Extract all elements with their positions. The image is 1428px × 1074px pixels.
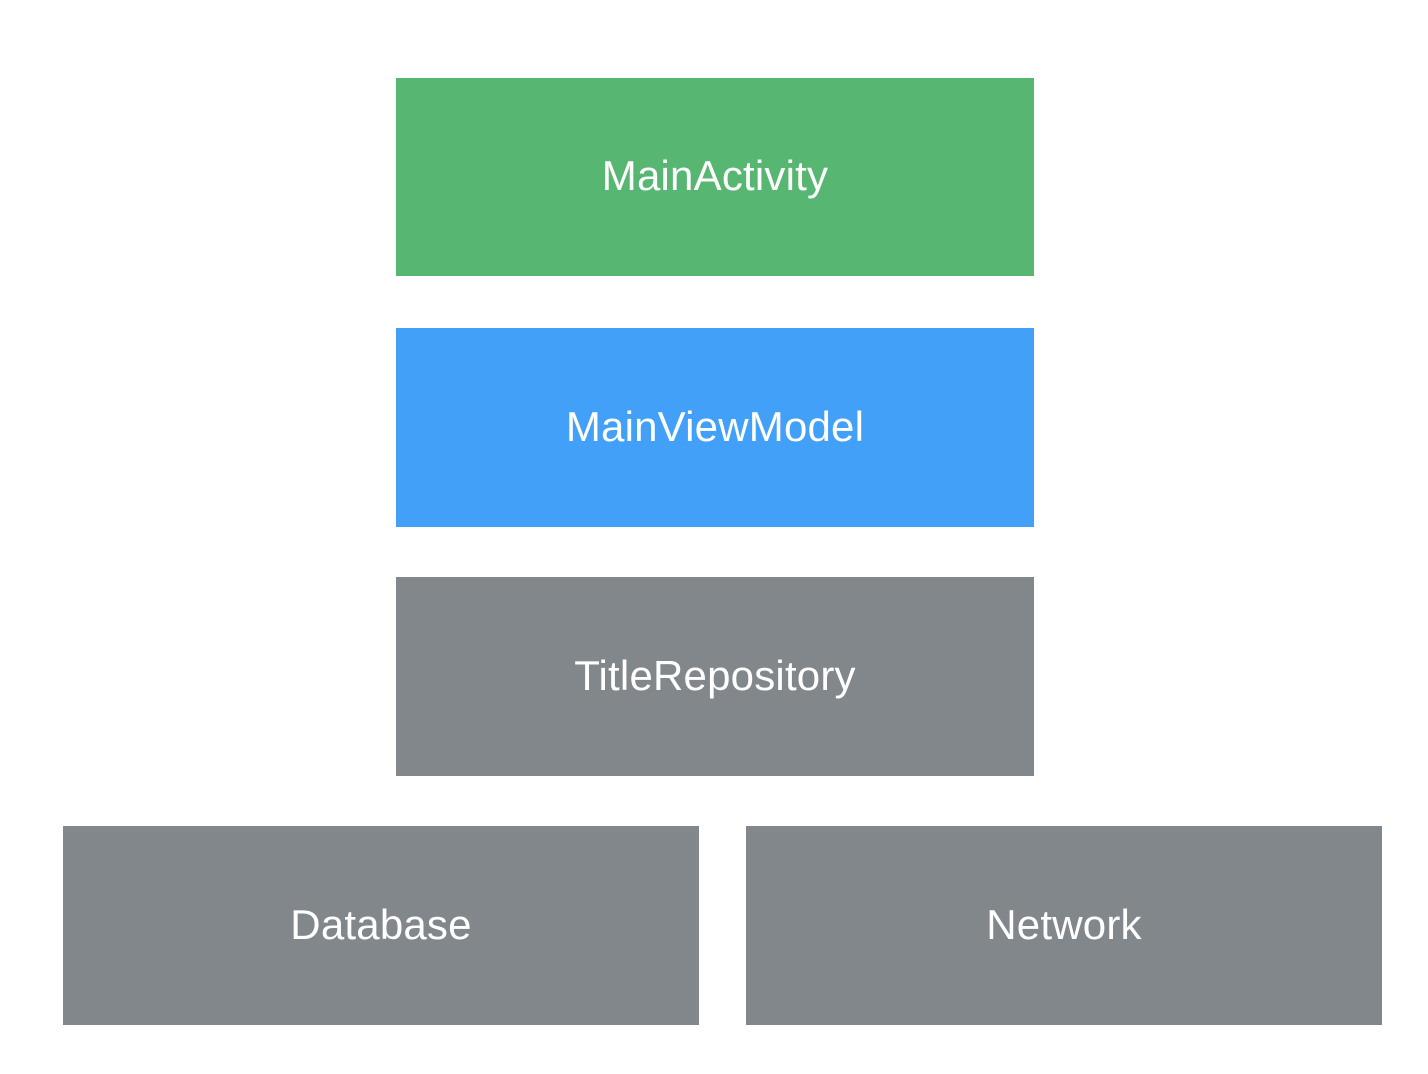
diagram-node-title-repository[interactable]: TitleRepository — [396, 577, 1034, 776]
diagram-node-label: MainActivity — [601, 152, 829, 199]
diagram-node-network[interactable]: Network — [746, 826, 1382, 1025]
diagram-node-database[interactable]: Database — [63, 826, 699, 1025]
diagram-node-main-view-model[interactable]: MainViewModel — [396, 328, 1034, 527]
diagram-node-label: Network — [986, 900, 1142, 948]
diagram-node-label: TitleRepository — [574, 651, 856, 699]
diagram-node-main-activity[interactable]: MainActivity — [396, 78, 1034, 276]
diagram-node-label: Database — [290, 900, 472, 948]
diagram-node-label: MainViewModel — [565, 402, 865, 450]
